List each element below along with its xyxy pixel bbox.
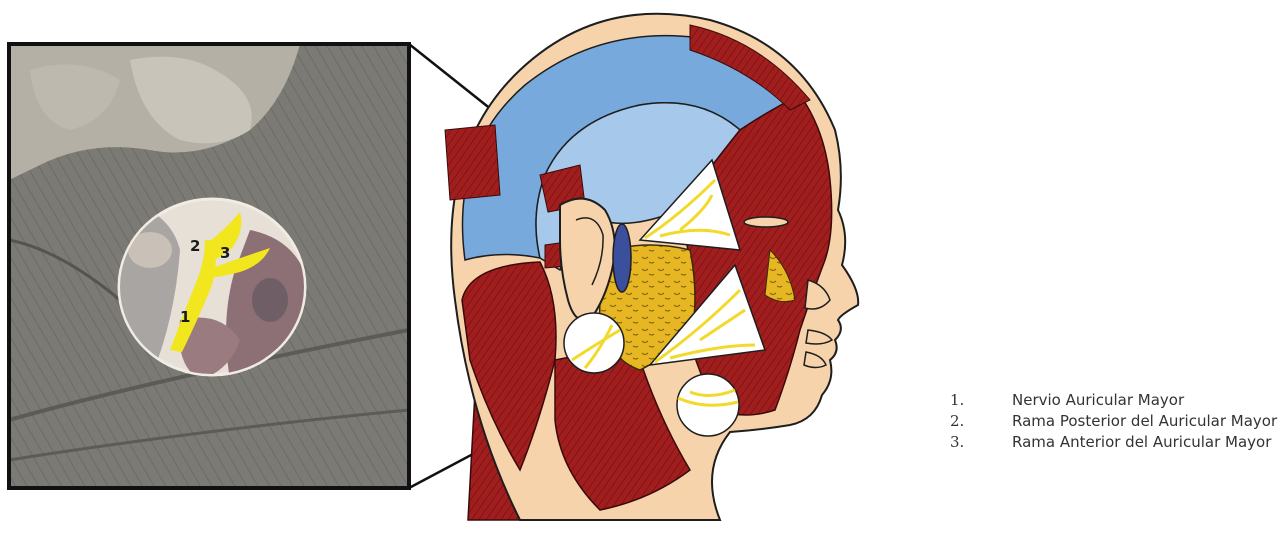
legend-item: 3. Rama Anterior del Auricular Mayor bbox=[950, 432, 1280, 452]
legend-text: Nervio Auricular Mayor bbox=[1012, 391, 1184, 409]
dissection-photo: 1 2 3 bbox=[9, 44, 409, 488]
legend-number: 2. bbox=[950, 411, 964, 431]
legend: 1. Nervio Auricular Mayor 2. Rama Poster… bbox=[950, 390, 1280, 453]
eye bbox=[744, 217, 788, 227]
legend-number: 3. bbox=[950, 432, 964, 452]
photo-label-3: 3 bbox=[220, 244, 230, 262]
photo-label-2: 2 bbox=[190, 237, 200, 255]
legend-item: 2. Rama Posterior del Auricular Mayor bbox=[950, 411, 1280, 431]
nerve-window-circle-left bbox=[564, 313, 624, 373]
head-illustration bbox=[445, 14, 858, 520]
legend-text: Rama Posterior del Auricular Mayor bbox=[1012, 412, 1277, 430]
legend-text: Rama Anterior del Auricular Mayor bbox=[1012, 433, 1271, 451]
legend-item: 1. Nervio Auricular Mayor bbox=[950, 390, 1280, 410]
legend-number: 1. bbox=[950, 390, 964, 410]
photo-label-1: 1 bbox=[180, 308, 190, 326]
nerve-window-circle-right bbox=[677, 374, 739, 436]
